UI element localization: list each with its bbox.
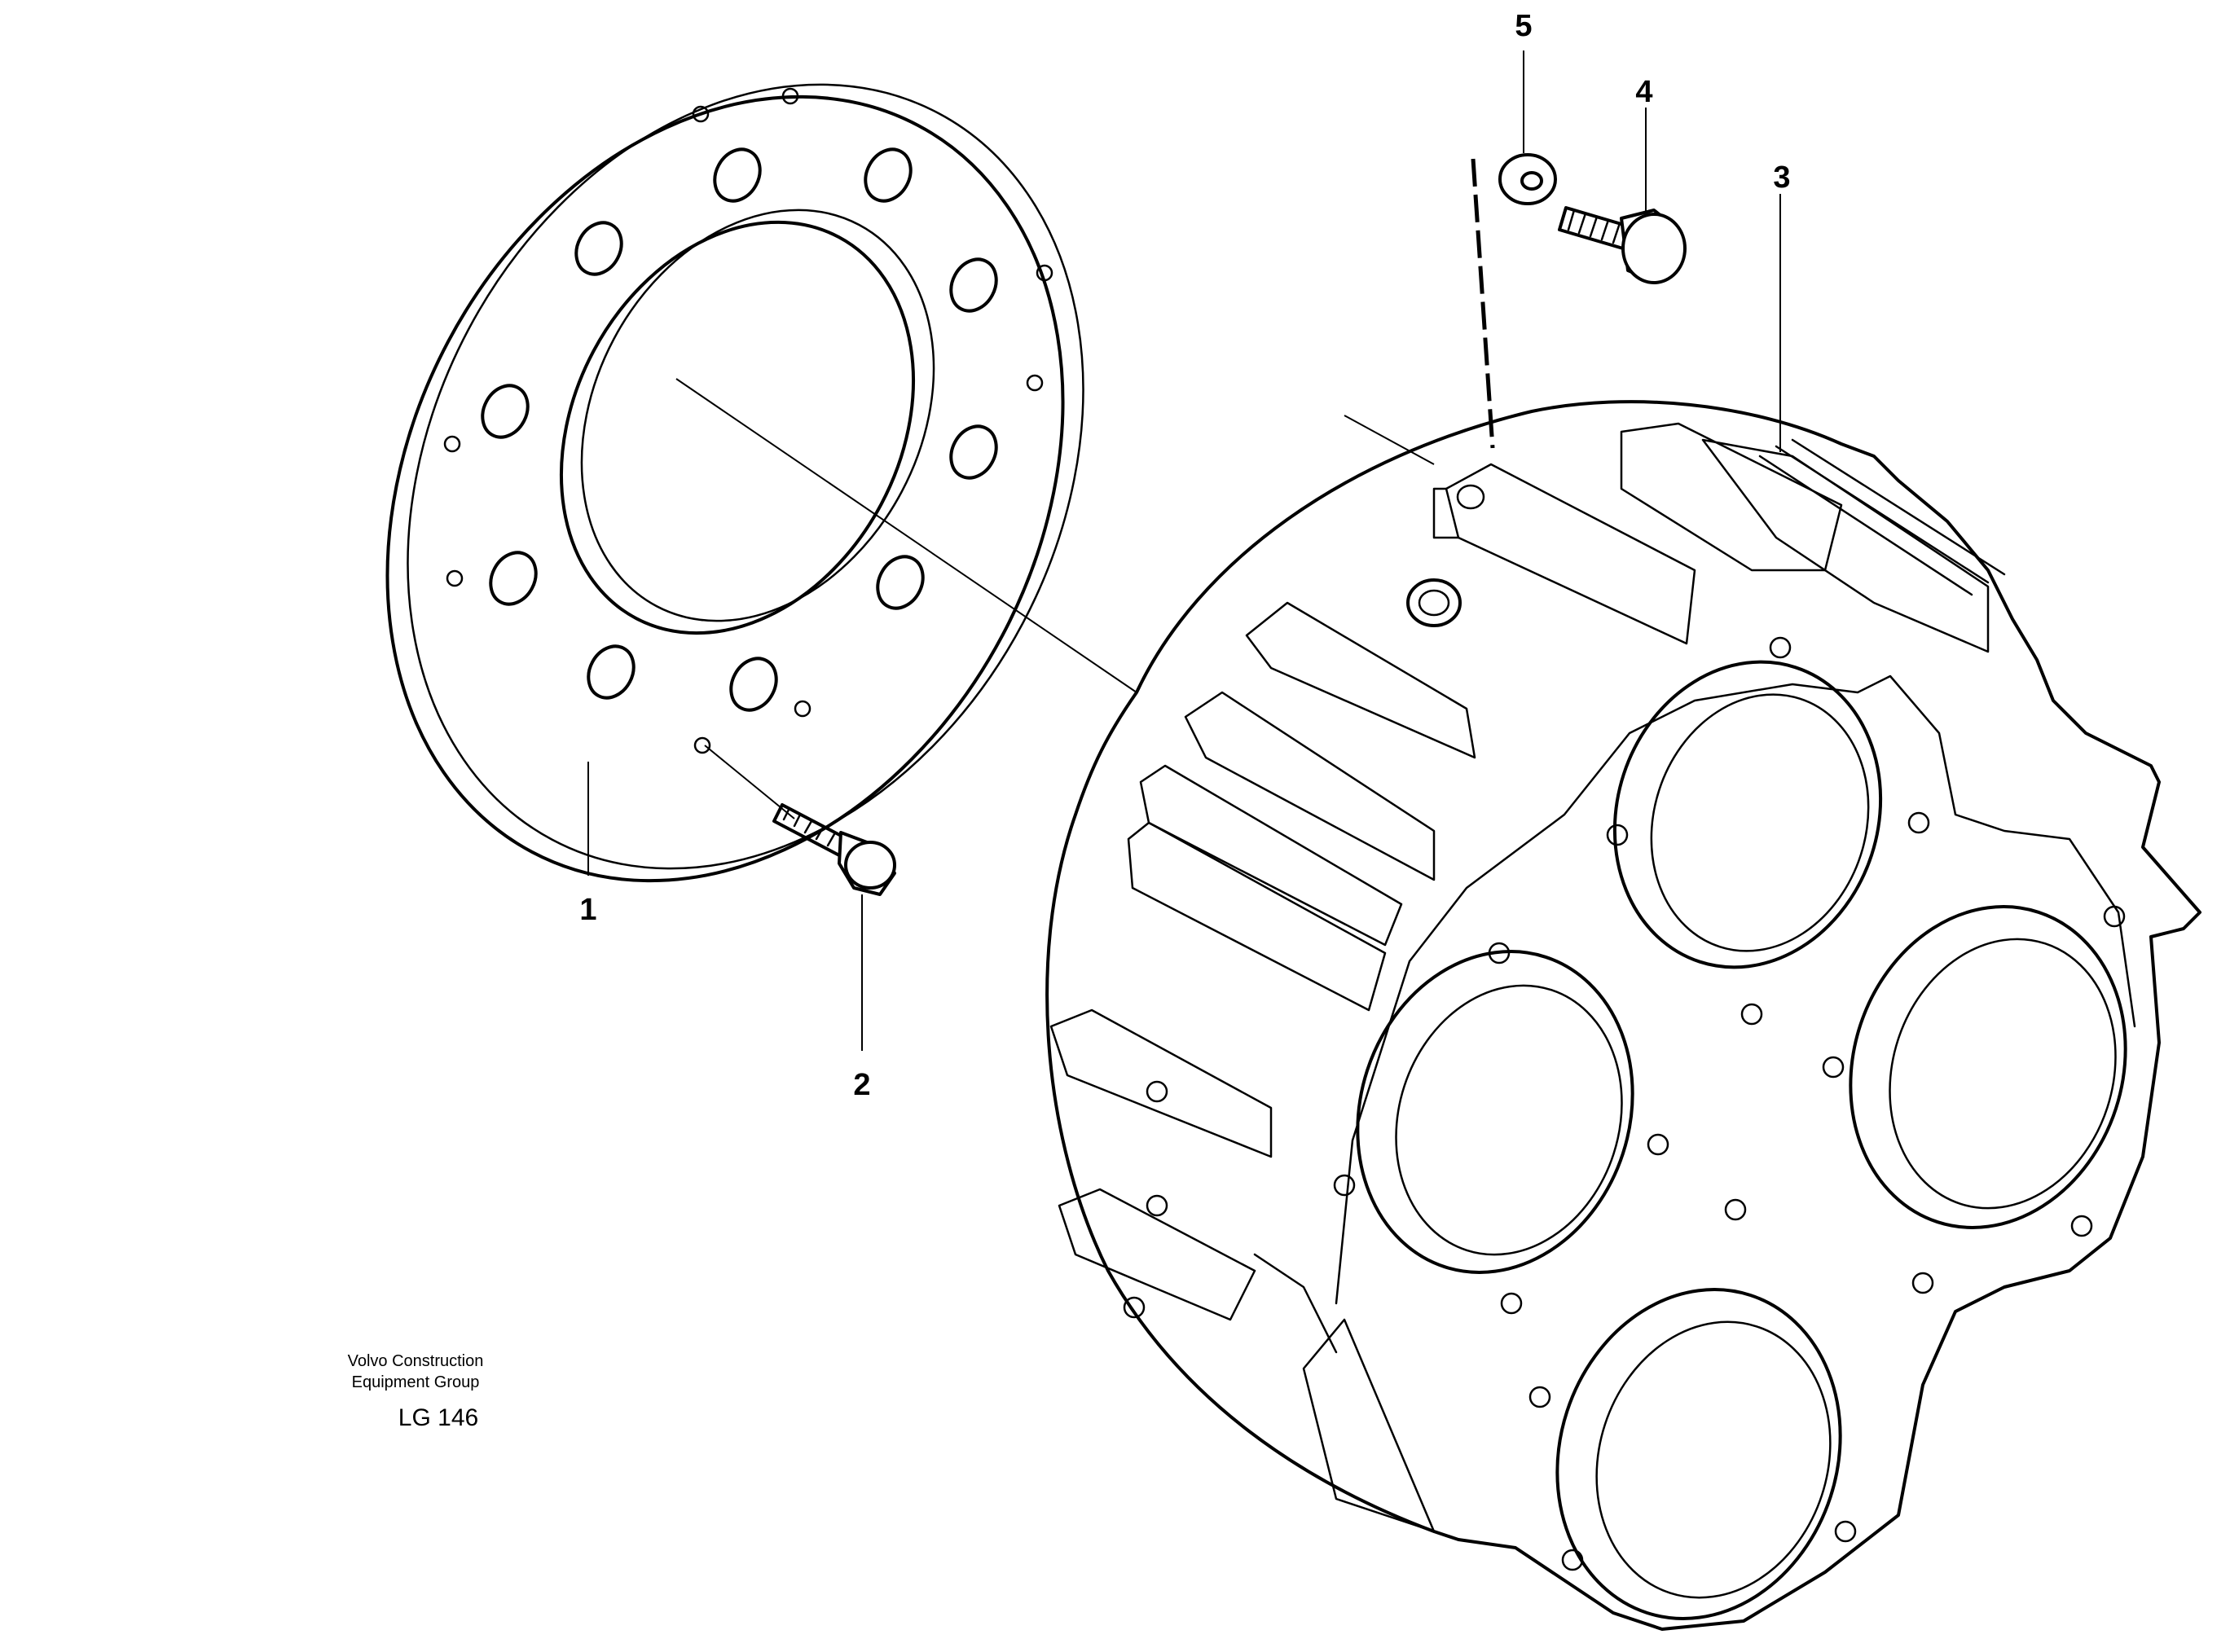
callout-part-5: 5 bbox=[1515, 9, 1533, 43]
flange-bolt-holes bbox=[481, 147, 998, 712]
housing-ribs bbox=[1049, 422, 2006, 1533]
figure-id: LG 146 bbox=[398, 1404, 479, 1431]
callout-part-2: 2 bbox=[853, 1068, 871, 1102]
bearing-bores bbox=[1356, 660, 2127, 1620]
housing-part-3 bbox=[1045, 194, 2201, 1631]
company-name-line-1: Volvo Construction bbox=[347, 1352, 484, 1370]
callout-part-1: 1 bbox=[579, 893, 597, 927]
callout-part-3: 3 bbox=[1773, 160, 1791, 195]
washer-part-5 bbox=[1498, 51, 1557, 205]
bolt-part-4 bbox=[1558, 108, 1687, 284]
housing-bolt-holes bbox=[1123, 636, 2126, 1571]
screw-part-2 bbox=[772, 803, 896, 1051]
flange-ring-part-1 bbox=[385, 83, 1084, 883]
company-name-line-2: Equipment Group bbox=[351, 1373, 480, 1391]
callout-part-4: 4 bbox=[1635, 75, 1653, 109]
flange-small-holes bbox=[443, 87, 1053, 754]
